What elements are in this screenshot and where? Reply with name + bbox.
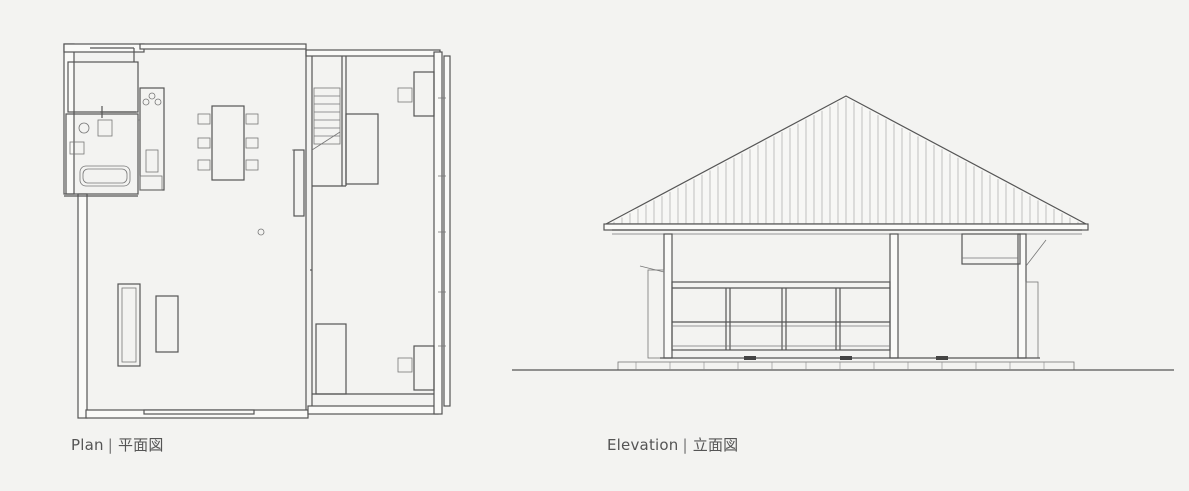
plan-caption: Plan|平面図 [71,434,164,455]
plan-furniture [117,71,435,395]
plan-window-marks [438,97,446,347]
elevation-caption-separator: | [682,436,688,454]
elevation-caption-jp: 立面図 [692,436,739,454]
plan-staircase [311,87,341,151]
elevation-caption-en: Elevation [607,436,679,454]
plan-caption-separator: | [107,436,113,454]
plan-outer-walls [63,43,451,419]
elevation-roof [603,95,1089,235]
elevation-caption: Elevation|立面図 [607,434,738,455]
elevation-base [512,356,1174,371]
roof-seams [613,98,1079,224]
plan-caption-en: Plan [71,436,104,454]
elevation-drawing [512,95,1174,371]
elevation-glazing [671,281,891,351]
elevation-walls [639,233,1047,359]
plan-partitions [292,50,434,410]
plan-service-core [64,47,139,197]
plan-caption-jp: 平面図 [117,436,164,454]
floor-plan [63,43,451,419]
plan-bathroom-fixtures [69,87,165,191]
base-joints [635,362,1045,370]
